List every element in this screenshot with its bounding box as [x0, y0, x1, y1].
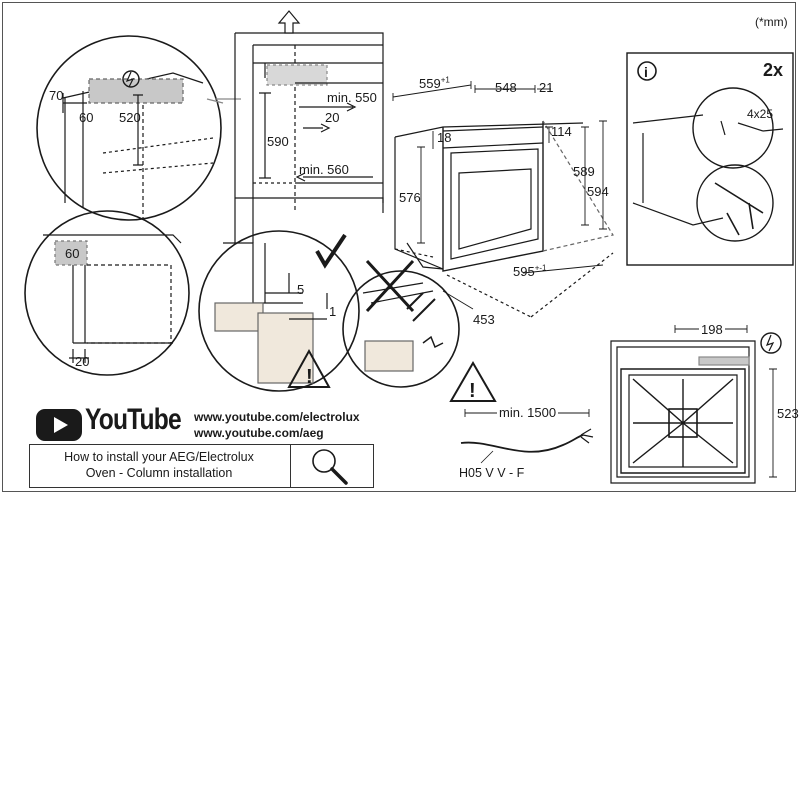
rear-view — [610, 325, 782, 484]
howto-video-box: How to install your AEG/Electrolux Oven … — [29, 444, 374, 488]
svg-text:!: ! — [469, 380, 476, 402]
youtube-play-icon — [36, 409, 82, 441]
dim-oven-548: 548 — [495, 80, 517, 95]
howto-line-2: Oven - Column installation — [85, 466, 233, 480]
youtube-logo-text: YouTube — [85, 403, 182, 436]
dim-vent-60: 60 — [65, 246, 80, 261]
dim-gap-5: 5 — [297, 282, 305, 297]
niche-top-detail — [36, 35, 222, 221]
dim-rear-523: 523 — [777, 406, 799, 421]
youtube-link-aeg[interactable]: www.youtube.com/aeg — [194, 426, 324, 440]
vent-detail — [24, 210, 190, 376]
svg-text:!: ! — [306, 366, 313, 388]
fixing-detail-box: i — [626, 52, 794, 266]
svg-text:i: i — [644, 64, 648, 80]
installation-drawing: ! i — [24, 10, 794, 484]
dim-oven-453: 453 — [473, 312, 495, 327]
dim-oven-594: 594 — [587, 184, 609, 199]
cross-icon — [365, 259, 415, 313]
unit-note: (*mm) — [755, 15, 788, 29]
warning-icon: ! — [287, 348, 331, 388]
dim-rear-198: 198 — [699, 322, 725, 337]
dim-vent-20: 20 — [75, 354, 90, 369]
dim-column-590: 590 — [267, 134, 289, 149]
dim-oven-595-tolerance: +-1 — [534, 263, 547, 273]
dim-oven-589: 589 — [573, 164, 595, 179]
dim-oven-559-value: 559 — [419, 76, 441, 91]
divider — [290, 445, 291, 487]
quantity-badge: 2x — [763, 60, 784, 80]
oven-dimension-lines — [392, 81, 607, 310]
checkmark-icon — [315, 233, 347, 269]
cable-drawing — [460, 409, 594, 464]
dim-column-20: 20 — [325, 110, 340, 125]
oven-body — [394, 120, 614, 318]
howto-text: How to install your AEG/Electrolux Oven … — [30, 449, 288, 481]
dim-oven-21: 21 — [539, 80, 554, 95]
wrong-install-detail — [342, 259, 460, 388]
dim-oven-595-value: 595 — [513, 264, 535, 279]
dim-oven-114: 114 — [551, 124, 572, 139]
dim-oven-559: 559+1 — [419, 75, 450, 91]
dim-oven-595: 595+-1 — [513, 263, 547, 279]
dim-oven-18: 18 — [437, 130, 452, 145]
info-icon — [637, 61, 657, 81]
dim-niche-520: 520 — [119, 110, 141, 125]
installation-sheet: ! i — [2, 2, 799, 492]
howto-line-1: How to install your AEG/Electrolux — [64, 450, 254, 464]
dim-niche-top-60: 60 — [79, 110, 94, 125]
dim-gap-1: 1 — [329, 304, 337, 319]
dim-cable-min1500: min. 1500 — [497, 405, 559, 420]
warning-icon: ! — [449, 361, 497, 402]
search-icon — [312, 449, 348, 485]
dim-niche-top-70: 70 — [49, 88, 64, 103]
lightning-icon — [765, 334, 775, 352]
dim-column-min550: min. 550 — [327, 90, 377, 105]
dim-column-min560: min. 560 — [299, 162, 349, 177]
search-button[interactable] — [292, 445, 372, 487]
youtube-link-electrolux[interactable]: www.youtube.com/electrolux — [194, 410, 360, 424]
dim-oven-576: 576 — [399, 190, 421, 205]
cable-code: H05 V V - F — [459, 466, 525, 480]
dim-oven-559-tolerance: +1 — [440, 75, 450, 85]
correct-install-detail — [198, 230, 360, 392]
oven-column — [234, 32, 384, 243]
arrow-up-icon — [277, 10, 301, 34]
screw-size-label: 4x25 — [747, 107, 774, 121]
